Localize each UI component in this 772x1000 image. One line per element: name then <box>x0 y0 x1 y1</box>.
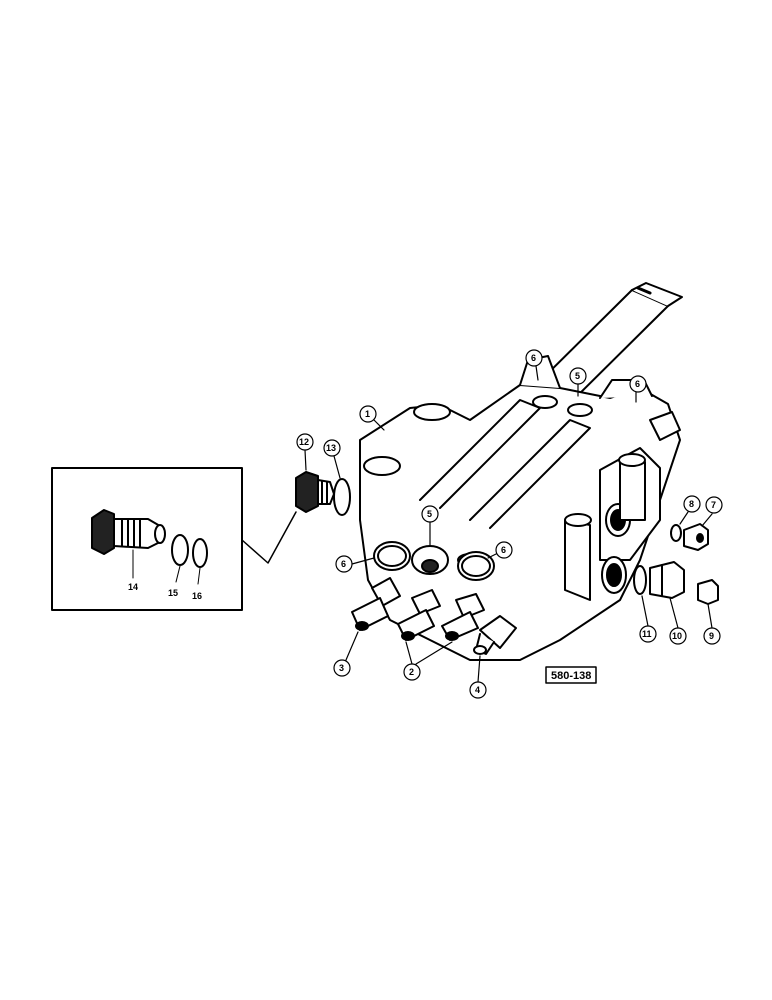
callout-12-circle <box>296 433 314 451</box>
inset-frame <box>51 467 243 611</box>
callout-14: 14 <box>128 582 138 592</box>
callout-10-circle <box>669 627 687 645</box>
inset-leader <box>241 511 297 564</box>
callout-1: 1 <box>365 409 370 419</box>
callout-8: 8 <box>689 499 694 509</box>
callout-3-circle <box>333 659 351 677</box>
plug-7 <box>683 523 709 551</box>
callout-7: 7 <box>711 500 716 510</box>
o-ring-13 <box>333 478 351 516</box>
callout-5-front-circle <box>421 505 439 523</box>
valve-body <box>359 282 683 661</box>
o-ring-11 <box>633 565 647 595</box>
inset-o-ring-16 <box>192 538 208 568</box>
callout-6-right: 6 <box>635 379 640 389</box>
callout-2-circle <box>403 663 421 681</box>
callout-9-circle <box>703 627 721 645</box>
callout-9: 9 <box>709 631 714 641</box>
figure-code: 580-138 <box>551 670 591 682</box>
spool-ends <box>351 577 517 655</box>
callout-6-left-circle <box>335 555 353 573</box>
inset-fitting-part <box>91 509 166 555</box>
front-seals <box>373 541 495 581</box>
plug-10 <box>649 561 685 599</box>
plug-12 <box>295 471 335 513</box>
callout-6-front-right: 6 <box>501 545 506 555</box>
callout-15: 15 <box>168 588 178 598</box>
callout-12: 12 <box>299 437 309 447</box>
figure-code-box: 580-138 <box>545 666 597 684</box>
inset-detail: 14 15 16 <box>51 467 297 611</box>
callout-13-circle <box>323 439 341 457</box>
callout-5-top: 5 <box>575 371 580 381</box>
callout-5-front: 5 <box>427 509 432 519</box>
callouts: 1 12 13 6 5 6 5 6 6 3 <box>296 349 723 699</box>
plug-9 <box>697 579 719 605</box>
callout-6-right-circle <box>629 375 647 393</box>
callout-4: 4 <box>475 685 480 695</box>
callout-6-left: 6 <box>341 559 346 569</box>
callout-6-top: 6 <box>531 353 536 363</box>
callout-11-circle <box>639 625 657 643</box>
callout-1-circle <box>359 405 377 423</box>
callout-6-top-circle <box>525 349 543 367</box>
callout-6-front-right-circle <box>495 541 513 559</box>
callout-16: 16 <box>192 591 202 601</box>
callout-11: 11 <box>642 629 652 639</box>
callout-8-circle <box>683 495 701 513</box>
callout-3: 3 <box>339 663 344 673</box>
o-ring-8 <box>670 524 682 542</box>
inset-o-ring-15 <box>171 534 189 566</box>
callout-5-top-circle <box>569 367 587 385</box>
callout-10: 10 <box>672 631 682 641</box>
right-fittings <box>633 523 719 605</box>
callout-4-circle <box>469 681 487 699</box>
callout-2: 2 <box>409 667 414 677</box>
callout-13: 13 <box>326 443 336 453</box>
callout-7-circle <box>705 496 723 514</box>
